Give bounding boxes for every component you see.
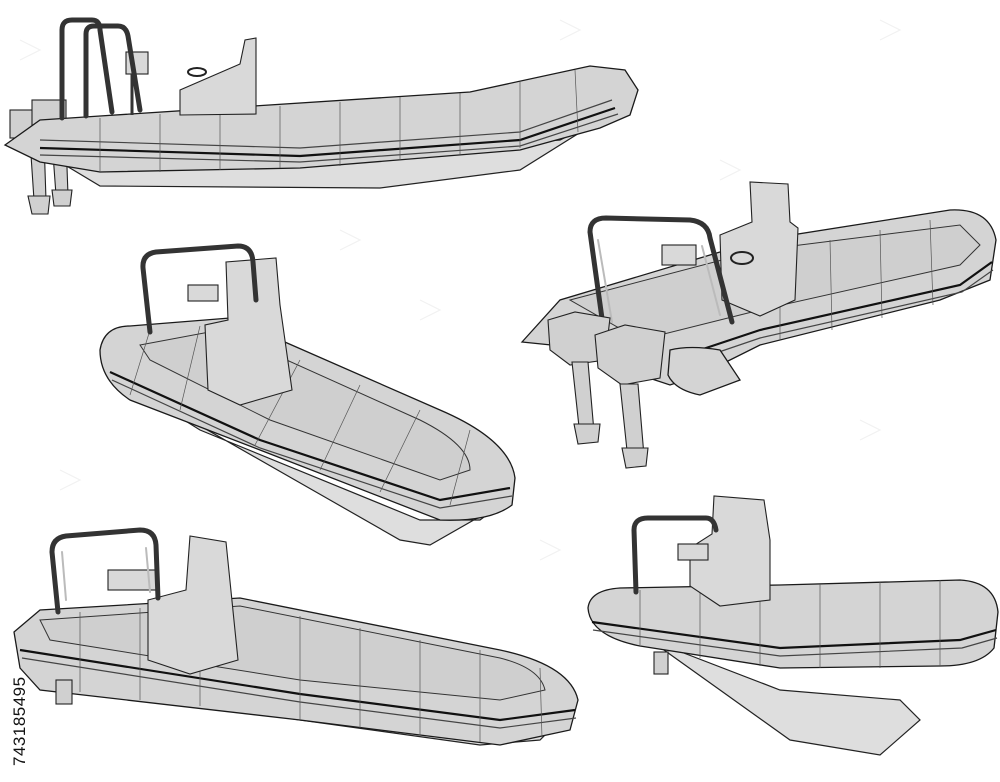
center-console — [204, 257, 293, 406]
outboard-motors — [55, 679, 73, 705]
outboard-motors — [653, 651, 669, 675]
boat-side-view — [3, 17, 639, 215]
center-console — [179, 37, 257, 116]
center-console — [719, 181, 799, 317]
stock-id-text: 743185495 — [10, 676, 29, 766]
inflatable-tube — [587, 579, 999, 669]
boat-rear-view — [520, 181, 997, 469]
boat-three-quarter-view — [99, 243, 516, 546]
steering-wheel-icon — [187, 67, 207, 77]
boat-port-view — [13, 527, 579, 746]
stock-id-label: 743185495 — [6, 540, 30, 770]
outboard-motors — [547, 311, 666, 469]
center-console — [147, 535, 239, 675]
a-frame-roll-bar — [140, 243, 259, 335]
boat-bow-view — [587, 495, 999, 756]
hull — [649, 639, 921, 756]
inflatable-tube — [3, 65, 639, 173]
